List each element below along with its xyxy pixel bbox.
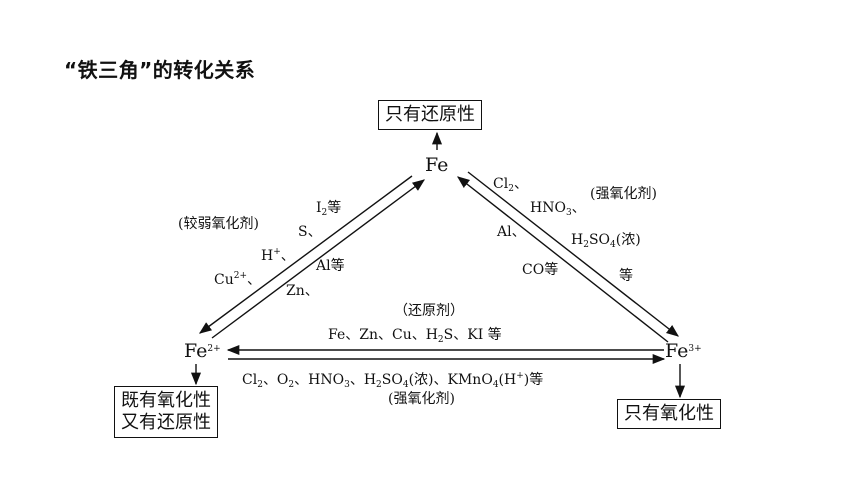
right-al-label: Al、: [497, 224, 526, 240]
dual-property-line2: 又有还原性: [121, 412, 211, 433]
node-fe: Fe: [425, 154, 449, 176]
left-al-label: Al等: [316, 258, 345, 274]
bottom-oxidants-list: Cl2、O2、HNO3、H2SO4(浓)、KMnO4(H+)等: [242, 371, 544, 390]
right-co-label: CO等: [522, 262, 559, 278]
dual-property-line1: 既有氧化性: [121, 390, 211, 411]
left-h-label: H+、: [261, 247, 295, 264]
left-s-label: S、: [298, 224, 322, 240]
right-h2so4-label: H2SO4(浓): [571, 232, 641, 250]
node-fe3: Fe3+: [665, 340, 702, 362]
bottom-reductant-label: （还原剂）: [394, 303, 464, 319]
arrow-fe-to-fe2: [198, 175, 413, 334]
right-deng-label: 等: [619, 268, 633, 284]
page-title: “铁三角”的转化关系: [64, 58, 256, 82]
left-cu-label: Cu2+、: [214, 271, 262, 288]
right-cl2-label: Cl2、: [493, 176, 528, 194]
left-weak-oxidant-label: (较弱氧化剂): [178, 216, 259, 232]
right-strong-oxidant-label: (强氧化剂): [590, 186, 657, 202]
arrow-fe2-to-fe: [211, 179, 426, 339]
right-hno3-label: HNO3、: [530, 200, 586, 218]
left-i2-label: I2等: [316, 200, 342, 218]
node-fe2: Fe2+: [184, 340, 221, 362]
oxidizing-only-text: 只有氧化性: [624, 403, 714, 424]
reducing-only-box: 只有还原性: [378, 100, 482, 130]
arrow-fe-to-fe3: [467, 171, 679, 337]
dual-property-box: 既有氧化性 又有还原性: [114, 386, 218, 438]
bottom-reductants-list: Fe、Zn、Cu、H2S、KI 等: [328, 327, 502, 345]
arrow-fe3-to-fe: [457, 176, 669, 343]
left-zn-label: Zn、: [286, 283, 319, 299]
bottom-oxidant-label: (强氧化剂): [388, 391, 455, 407]
oxidizing-only-box: 只有氧化性: [617, 399, 721, 429]
reducing-only-text: 只有还原性: [385, 104, 475, 125]
